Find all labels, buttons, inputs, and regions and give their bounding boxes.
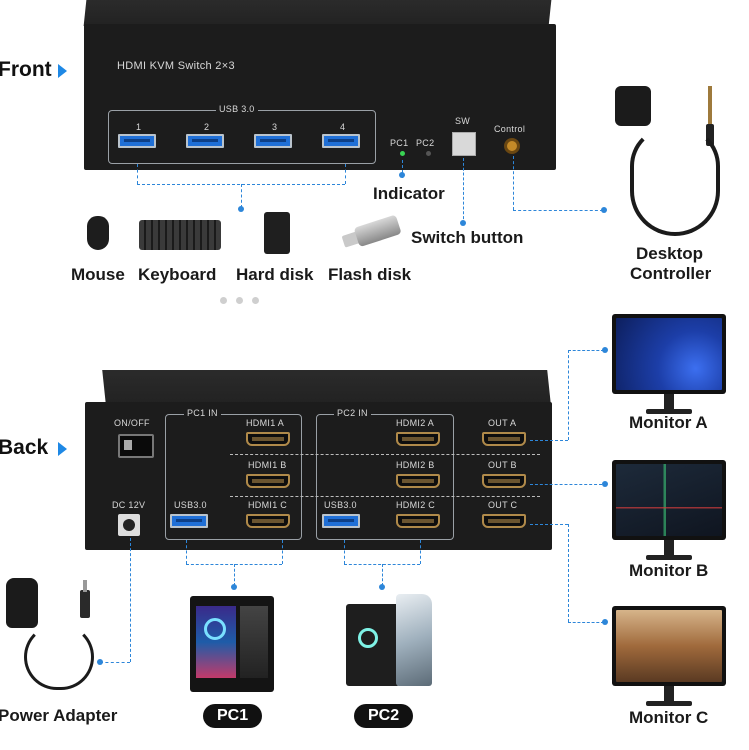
flash-disk-image — [339, 212, 402, 255]
monitor-b-image — [612, 460, 726, 540]
control-label: Control — [494, 124, 526, 134]
pc1-in-frame — [165, 414, 302, 540]
pc1-in-label: PC1 IN — [184, 408, 221, 418]
back-arrow-icon — [58, 442, 67, 456]
out-b-port[interactable] — [482, 474, 526, 488]
usb-port-2[interactable] — [186, 134, 224, 148]
usb-port-4[interactable] — [322, 134, 360, 148]
out-c-port[interactable] — [482, 514, 526, 528]
hdmi1-a-label: HDMI1 A — [246, 418, 285, 428]
usb-port-number: 1 — [136, 122, 142, 132]
carousel-dot-1[interactable] — [220, 297, 227, 304]
indicator-callout: Indicator — [373, 184, 445, 203]
usb-port-1[interactable] — [118, 134, 156, 148]
monitor-c-image — [612, 606, 726, 686]
monitor-b-label: Monitor B — [629, 561, 709, 580]
front-arrow-icon — [58, 64, 67, 78]
usb3-right-label: USB3.0 — [324, 500, 357, 510]
pc2-tower-image — [346, 594, 432, 690]
pc1-led — [400, 151, 405, 156]
device-flash-disk-label: Flash disk — [328, 265, 412, 284]
hard-disk-image — [264, 212, 290, 254]
hdmi2-a-label: HDMI2 A — [396, 418, 435, 428]
keyboard-image — [139, 220, 221, 250]
sw-label: SW — [455, 116, 471, 126]
usb3-left-port[interactable] — [170, 514, 208, 528]
out-a-port[interactable] — [482, 432, 526, 446]
usb-port-number: 3 — [272, 122, 278, 132]
pc1-indicator-label: PC1 — [390, 138, 409, 148]
hdmi2-b-label: HDMI2 B — [396, 460, 435, 470]
desktop-controller-label-2: Controller — [630, 264, 712, 283]
control-jack[interactable] — [504, 138, 520, 154]
carousel-dot-2[interactable] — [236, 297, 243, 304]
carousel-dot-3[interactable] — [252, 297, 259, 304]
pc2-led — [426, 151, 431, 156]
usb3-left-label: USB3.0 — [174, 500, 207, 510]
dc-label: DC 12V — [112, 500, 146, 510]
pc1-tower-image — [190, 596, 274, 692]
mouse-image — [87, 216, 109, 250]
back-label: Back — [0, 436, 49, 459]
hdmi1-a-port[interactable] — [246, 432, 290, 446]
device-mouse-label: Mouse — [71, 265, 125, 284]
hdmi1-b-port[interactable] — [246, 474, 290, 488]
hdmi2-a-port[interactable] — [396, 432, 440, 446]
usb-port-number: 2 — [204, 122, 210, 132]
usb-port-number: 4 — [340, 122, 346, 132]
hdmi1-c-port[interactable] — [246, 514, 290, 528]
hdmi2-c-label: HDMI2 C — [396, 500, 436, 510]
power-adapter-label: Power Adapter — [0, 706, 118, 725]
out-c-label: OUT C — [488, 500, 518, 510]
out-b-label: OUT B — [488, 460, 517, 470]
hdmi2-c-port[interactable] — [396, 514, 440, 528]
switch-button-callout: Switch button — [411, 228, 524, 247]
hdmi1-c-label: HDMI1 C — [248, 500, 288, 510]
pc2-in-frame — [316, 414, 454, 540]
hdmi1-b-label: HDMI1 B — [248, 460, 287, 470]
monitor-a-image — [612, 314, 726, 394]
desktop-controller-label-1: Desktop — [636, 244, 704, 263]
device-hard-disk-label: Hard disk — [236, 265, 314, 284]
monitor-c-label: Monitor C — [629, 708, 709, 727]
device-keyboard-label: Keyboard — [138, 265, 217, 284]
on-off-label: ON/OFF — [114, 418, 150, 428]
usb-port-3[interactable] — [254, 134, 292, 148]
out-a-label: OUT A — [488, 418, 517, 428]
front-model-label: HDMI KVM Switch 2×3 — [117, 60, 235, 72]
pc2-indicator-label: PC2 — [416, 138, 435, 148]
pc2-badge: PC2 — [354, 704, 414, 728]
switch-button[interactable] — [452, 132, 476, 156]
front-label: Front — [0, 58, 52, 81]
usb3-right-port[interactable] — [322, 514, 360, 528]
pc1-badge: PC1 — [203, 704, 263, 728]
pc2-in-label: PC2 IN — [334, 408, 371, 418]
monitor-a-label: Monitor A — [629, 413, 708, 432]
usb-group-label: USB 3.0 — [216, 104, 258, 114]
hdmi2-b-port[interactable] — [396, 474, 440, 488]
